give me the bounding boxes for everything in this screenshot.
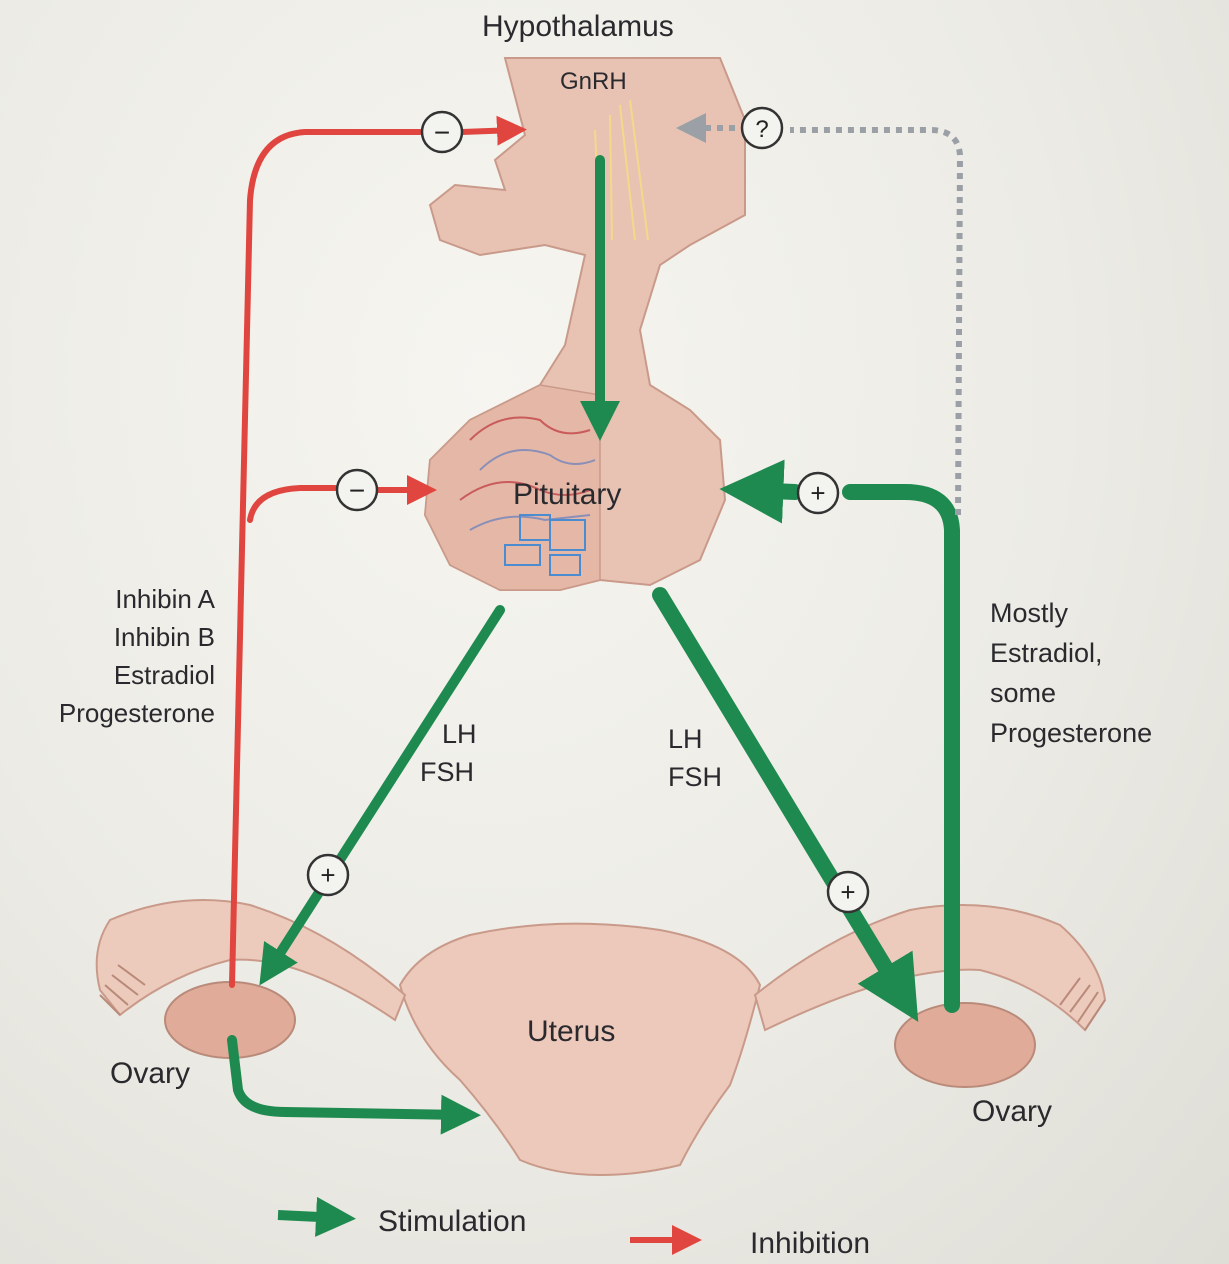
badge-minus-hypothalamus: − [422,112,462,152]
plus-text: + [320,860,335,890]
hormone-item: Inhibin B [10,618,215,656]
hormone-item: Progesterone [10,694,215,732]
ovary-left-label: Ovary [110,1057,190,1091]
legend-stimulation-label: Stimulation [378,1205,526,1239]
left-hormone-list: Inhibin A Inhibin B Estradiol Progestero… [10,580,215,732]
gonadotropin-item: FSH [420,753,477,791]
badge-minus-pituitary: − [337,470,377,510]
legend-inhibition-label: Inhibition [750,1227,870,1261]
badge-question: ? [742,108,782,148]
ovary-right-label: Ovary [972,1095,1052,1129]
hormone-item: Mostly [990,593,1152,633]
right-gonadotropin-list: LH FSH [668,720,722,796]
hormone-item: Progesterone [990,713,1152,753]
right-hormone-list: Mostly Estradiol, some Progesterone [990,593,1152,753]
lh-fsh-arrow-left [268,610,500,972]
gnrh-label: GnRH [560,68,627,96]
dotted-line [790,130,960,515]
hormone-item: Estradiol, [990,633,1152,673]
gonadotropin-item: LH [420,715,477,753]
estradiol-feedback-arrowhead [745,490,795,492]
ovary-right-shape [895,1003,1035,1087]
inhibition-arrow-hypothalamus [462,130,515,132]
hormone-item: some [990,673,1152,713]
uterus-label: Uterus [527,1015,615,1049]
badge-plus-left-ovary: + [308,855,348,895]
pituitary-label: Pituitary [513,478,621,512]
badge-plus-right-ovary: + [828,872,868,912]
plus-text: + [810,478,825,508]
hormone-item: Estradiol [10,656,215,694]
hypothalamus-label: Hypothalamus [482,10,674,44]
uterus-body [400,924,760,1175]
left-gonadotropin-list: LH FSH [420,715,477,791]
question-text: ? [755,116,768,143]
legend-stimulation-arrow [278,1215,340,1218]
minus-text: − [349,475,365,506]
plus-text: + [840,877,855,907]
gonadotropin-item: LH [668,720,722,758]
hormone-item: Inhibin A [10,580,215,618]
inhibition-branch-pituitary [250,488,335,520]
badge-plus-pituitary: + [798,473,838,513]
minus-text: − [434,117,450,148]
gonadotropin-item: FSH [668,758,722,796]
